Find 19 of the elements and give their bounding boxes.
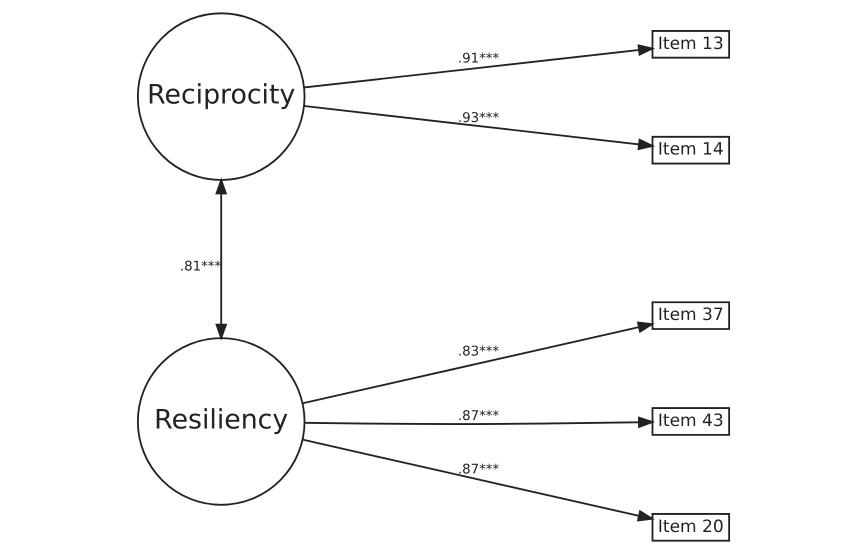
arrow (302, 321, 655, 404)
node-box: Item 13 (652, 30, 730, 59)
node-circle: Resiliency (136, 337, 306, 506)
edge-label: .81*** (180, 259, 222, 274)
arrow (304, 105, 656, 150)
node-box: Item 37 (652, 301, 730, 330)
arrow (304, 44, 656, 88)
edge-label: .87*** (458, 462, 500, 478)
node-box: Item 14 (652, 136, 730, 164)
edge-label: .87*** (458, 409, 500, 424)
arrow (215, 177, 228, 341)
node-circle: Reciprocity (136, 12, 306, 181)
arrow (302, 438, 655, 522)
edge-label: .91*** (458, 51, 500, 66)
node-box: Item 20 (652, 513, 730, 542)
edge-label: .93*** (458, 110, 500, 126)
edge-label: .83*** (458, 344, 500, 360)
arrow (304, 416, 656, 428)
node-box: Item 43 (652, 407, 730, 436)
